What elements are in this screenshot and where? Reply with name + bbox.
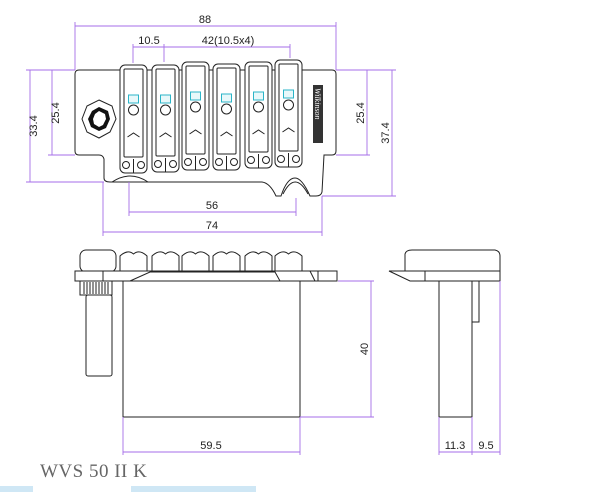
- model-title: WVS 50 II K: [40, 461, 148, 482]
- saddle-front: [119, 251, 148, 273]
- dim-25-4-right: 25.4: [355, 102, 367, 123]
- dim-88: 88: [199, 14, 211, 26]
- dim-33-4: 33.4: [28, 115, 40, 136]
- dim-25-4-left: 25.4: [50, 102, 62, 123]
- lock-nut-cap: [79, 249, 117, 273]
- side-view: [388, 249, 501, 418]
- decorative-bar: [131, 486, 256, 492]
- dim-9-5: 9.5: [478, 440, 493, 452]
- side-sustain-block: [438, 280, 473, 418]
- sustain-block: [122, 280, 301, 418]
- saddle-front: [151, 251, 180, 273]
- side-view-dimensions: 11.3 9.5: [438, 281, 501, 455]
- top-view-dimensions: 88 10.5 42(10.5x4) 33.4 25.4 25.4 37.4 5…: [26, 14, 396, 236]
- saddle: [212, 63, 241, 171]
- saddle: [274, 59, 303, 168]
- dim-40: 40: [359, 343, 371, 355]
- saddle-front: [212, 251, 241, 273]
- side-base-plate: [388, 270, 501, 282]
- top-view: Wilkinson: [74, 59, 337, 197]
- saddle: [181, 61, 210, 171]
- front-view: [74, 249, 338, 418]
- side-tab: [471, 280, 480, 323]
- dim-42: 42(10.5x4): [202, 35, 255, 47]
- dim-59-5: 59.5: [200, 440, 221, 452]
- saddle: [244, 61, 273, 169]
- brand-logo: Wilkinson: [313, 85, 323, 143]
- stud-notch-right: [282, 181, 309, 195]
- saddle: [119, 64, 148, 174]
- decorative-bar: [0, 486, 33, 492]
- dim-10-5: 10.5: [138, 35, 159, 47]
- saddle-front: [181, 251, 210, 273]
- side-saddle: [404, 249, 501, 272]
- saddle-front: [274, 251, 303, 273]
- saddle: [151, 64, 180, 173]
- dim-74: 74: [206, 220, 218, 232]
- front-view-dimensions: 40 59.5: [122, 280, 374, 455]
- dim-37-4: 37.4: [380, 122, 392, 143]
- dim-56: 56: [206, 200, 218, 212]
- hex-nut: [81, 99, 117, 139]
- mounting-post: [85, 294, 113, 377]
- dim-11-3: 11.3: [445, 440, 466, 452]
- svg-text:Wilkinson: Wilkinson: [313, 88, 322, 120]
- stud-notch-left: [111, 175, 149, 183]
- saddle-front: [244, 251, 273, 273]
